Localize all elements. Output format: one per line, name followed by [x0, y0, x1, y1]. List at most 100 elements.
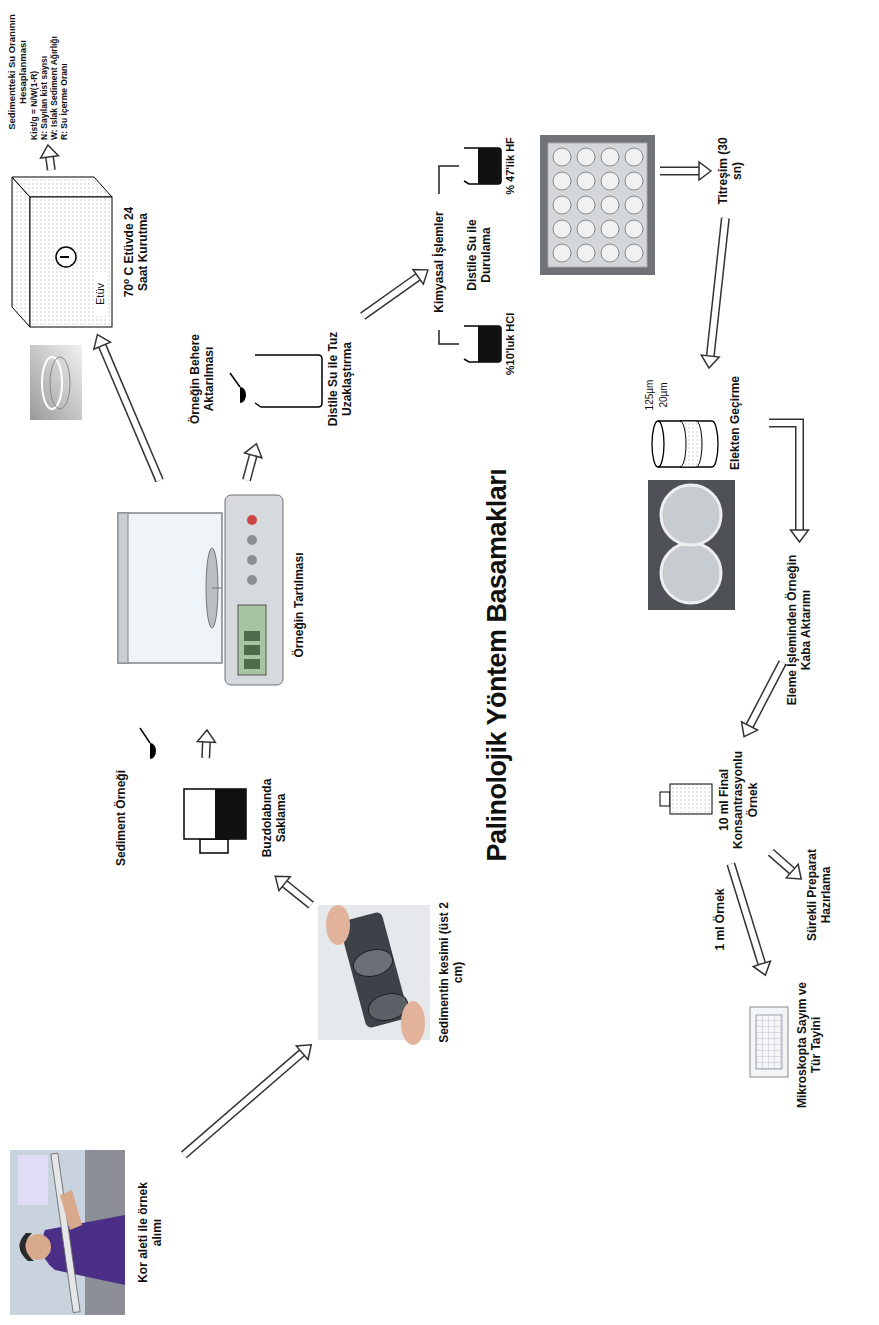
balance [118, 513, 128, 663]
balance [238, 605, 266, 675]
arrow-head [413, 269, 428, 284]
hcl-beaker [464, 326, 501, 362]
spatula [240, 387, 246, 403]
arrow-head [94, 335, 111, 350]
coring-photo [42, 1215, 125, 1285]
beaker [255, 355, 322, 407]
cutting-step: Sedimentin kesimi (üst 2 cm) [315, 900, 475, 1045]
flow-arrow [439, 330, 459, 344]
petri-dish-photo [42, 357, 62, 409]
step-label: 10 ml Final Konsantrasyonlu Örnek [717, 741, 760, 859]
step-label: Distile Su ile Tuz Uzaklaştırma [326, 319, 355, 439]
step-label: Elekten Geçirme [728, 373, 742, 473]
step-label: Titreşim (30 sn) [716, 129, 745, 213]
coring-photo [51, 1153, 80, 1312]
arrow-shaft [363, 277, 418, 316]
balance [247, 555, 257, 565]
flow-arrow [363, 269, 428, 316]
coring-photo [60, 1190, 82, 1230]
oven [30, 197, 112, 327]
step-label: Mikroskopta Sayım ve Tür Tayini [795, 980, 824, 1110]
process-step: Eleme İşleminden Örneğin Kaba Aktarımı [785, 547, 814, 713]
step-label: Etüv [94, 272, 107, 316]
hcl-beaker [478, 326, 501, 362]
arrow-shaft [247, 455, 254, 480]
flow-arrow [275, 876, 311, 905]
step-label: Kor aleti ile örnek alımı [136, 1180, 165, 1285]
step-label: Eleme İşleminden Örneğin Kaba Aktarımı [785, 547, 814, 713]
spatula [140, 728, 150, 743]
arrow-head [41, 145, 59, 158]
arrow-shaft [50, 157, 52, 170]
arrow-shaft [769, 423, 800, 530]
bracket-line [439, 330, 459, 344]
step-label: W: Islak Sediment Ağırlığı [49, 4, 59, 140]
arrow-shaft [102, 346, 159, 481]
flow-arrow [660, 162, 711, 180]
step-label: 20µm [658, 373, 670, 417]
storage-jar [200, 839, 228, 853]
spatula [140, 728, 156, 759]
step-label: Distile Su ile Durulama [465, 216, 494, 294]
flow-arrow [701, 218, 725, 368]
arrow-head [275, 876, 290, 891]
bracket-line [439, 166, 459, 194]
arrow-shaft [710, 218, 725, 356]
oven [12, 177, 112, 197]
step-label: Kist/g = N/W(1-R) [29, 4, 39, 140]
flow-arrow [94, 335, 160, 481]
balance [244, 631, 260, 641]
coring-photo [18, 1155, 48, 1205]
arrow-shaft [247, 455, 254, 480]
step-label: Sürekli Preparat Hazırlama [805, 833, 834, 957]
sample-bottle [660, 792, 670, 806]
arrow-head [786, 864, 801, 879]
hcl-beaker [464, 326, 501, 362]
arrow-shaft [184, 1053, 302, 1155]
arrow-head [197, 730, 215, 742]
step-label: 125µm [644, 373, 656, 417]
diagram-title: Palinolojik Yöntem Basamakları [482, 469, 513, 862]
storage-jar [184, 789, 246, 853]
process-step: Titreşim (30 sn) [716, 129, 745, 213]
sieve-photo [661, 543, 721, 603]
flow-arrow [699, 162, 711, 180]
step-label: Örneğin Behere Aktarılması [188, 319, 217, 439]
flow-arrow [660, 167, 699, 176]
counting-slide [756, 1015, 782, 1069]
sieve-photo [648, 480, 735, 610]
coring-photo [10, 1150, 125, 1315]
oven [12, 177, 30, 327]
arrow-shaft [710, 218, 725, 356]
sieve-drawing [680, 421, 702, 467]
arrow-head [245, 444, 262, 458]
balance [244, 645, 260, 655]
balance [244, 659, 260, 669]
arrow-head [742, 722, 758, 737]
hf-beaker [478, 148, 501, 184]
calculation-note: Sedimentteki Su Oranının HesaplanmasıKis… [6, 4, 70, 140]
balance [247, 575, 257, 585]
oven [56, 247, 76, 267]
coring-photo [10, 1150, 125, 1315]
counting-step: Mikroskopta Sayım ve Tür Tayini [745, 980, 829, 1110]
sieve-step: 125µm20µm Elekten Geçirme [642, 373, 764, 473]
arrow-shaft [750, 662, 783, 726]
arrow-shaft [363, 277, 418, 316]
sieve-drawing [652, 421, 718, 467]
flow-arrow [184, 1045, 311, 1155]
core-cutting-photo [401, 1001, 425, 1045]
core-cutting-photo [350, 945, 395, 980]
arrow-shaft [201, 742, 211, 758]
oven-box: Etüv70⁰ C Etüvde 24 Saat Kurutma [10, 175, 115, 330]
step-label: 70⁰ C Etüvde 24 Saat Kurutma [122, 202, 151, 302]
sieve-drawing [658, 421, 718, 467]
hf-beaker [464, 148, 501, 184]
sieve-photo [648, 480, 735, 610]
arrow-shaft [771, 852, 792, 871]
sample-bottle [670, 784, 712, 814]
petri-dish-photo [30, 345, 82, 420]
